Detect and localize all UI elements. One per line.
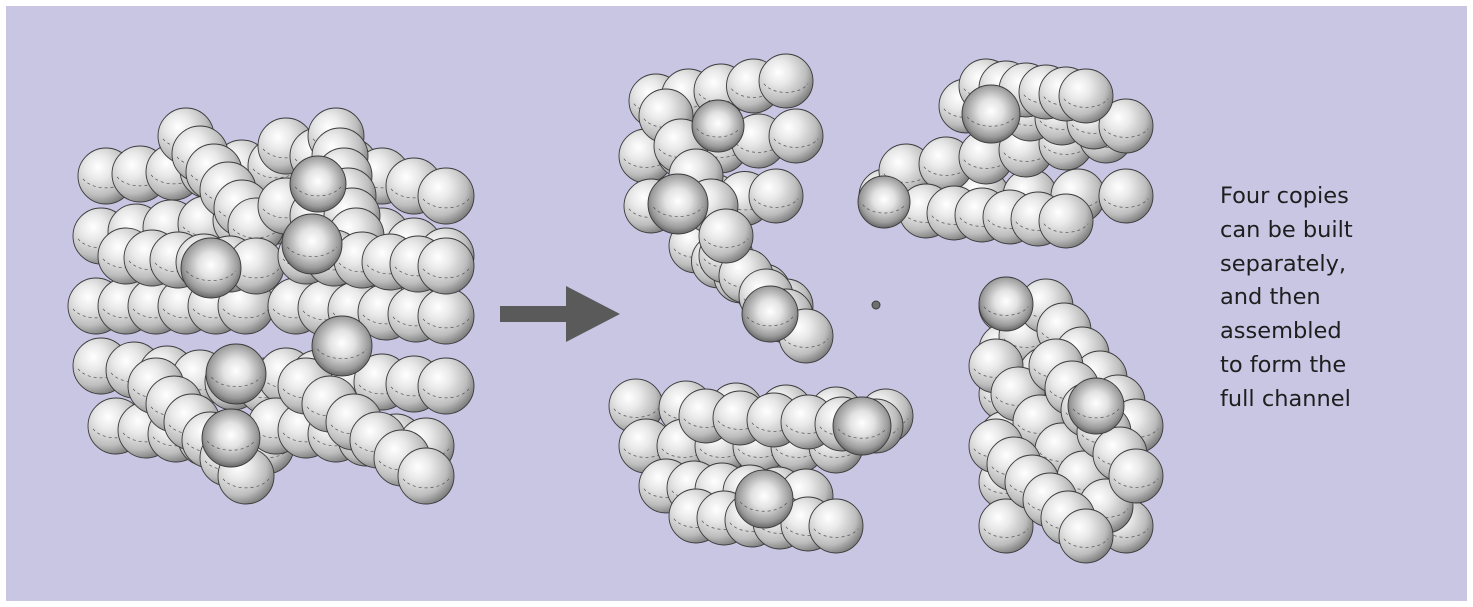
atom-sphere (418, 168, 474, 224)
subunit-top-right (858, 59, 1153, 248)
figure-panel: Four copies can be built separately, and… (6, 6, 1467, 601)
atom-sphere (962, 85, 1020, 143)
atom-sphere (290, 156, 346, 212)
subunit-top-left (619, 54, 833, 363)
caption-line: full channel (1220, 383, 1420, 417)
atom-sphere (312, 316, 372, 376)
caption-line: to form the (1220, 349, 1420, 383)
caption-line: assembled (1220, 315, 1420, 349)
atom-sphere (202, 409, 260, 467)
arrow-icon (500, 286, 620, 342)
atom-sphere (1059, 509, 1113, 563)
atom-sphere (1099, 169, 1153, 223)
atom-sphere (749, 169, 803, 223)
atom-sphere (418, 288, 474, 344)
caption-line: Four copies (1220, 180, 1420, 214)
atom-sphere (398, 448, 454, 504)
caption-text: Four copies can be built separately, and… (1220, 180, 1420, 416)
atom-sphere (1039, 194, 1093, 248)
subunit-bottom-right (969, 277, 1163, 563)
atom-sphere (742, 286, 798, 342)
atom-sphere (418, 238, 474, 294)
atom-sphere (206, 344, 266, 404)
atom-sphere (833, 397, 891, 455)
atom-sphere (181, 238, 241, 298)
atom-sphere (692, 100, 744, 152)
atom-sphere (1109, 449, 1163, 503)
channel-center-dot (872, 301, 880, 309)
atom-sphere (418, 358, 474, 414)
atom-sphere (809, 499, 863, 553)
atom-sphere (282, 214, 342, 274)
full-channel-tetramer (68, 108, 474, 504)
atom-sphere (858, 176, 910, 228)
atom-sphere (769, 109, 823, 163)
atom-sphere (979, 277, 1033, 331)
caption-line: and then (1220, 281, 1420, 315)
atom-sphere (759, 54, 813, 108)
atom-sphere (1059, 69, 1113, 123)
atom-sphere (1068, 378, 1124, 434)
atom-sphere (648, 174, 708, 234)
caption-line: separately, (1220, 248, 1420, 282)
subunit-bottom-left (609, 379, 913, 553)
atom-sphere (699, 209, 753, 263)
caption-line: can be built (1220, 214, 1420, 248)
atom-sphere (735, 470, 793, 528)
